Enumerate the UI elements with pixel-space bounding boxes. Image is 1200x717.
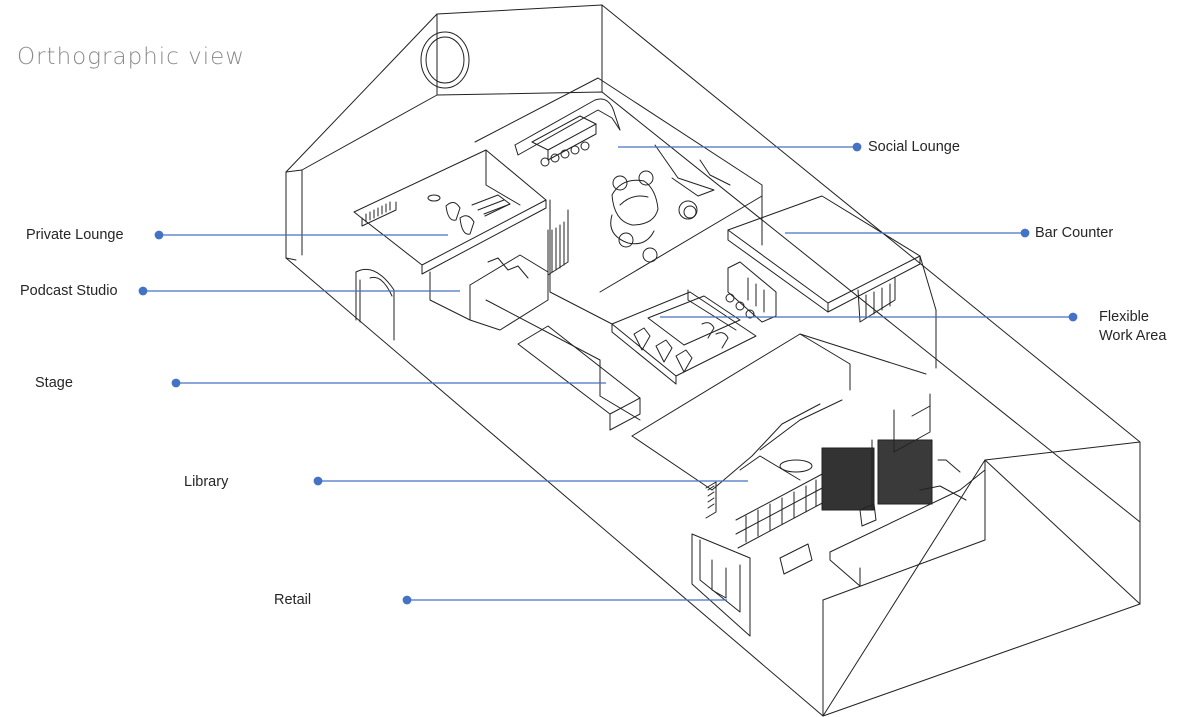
leader-dot-retail	[402, 595, 412, 605]
private-lounge-room	[353, 149, 547, 275]
leader-dot-podcast-studio	[138, 286, 148, 296]
label-library: Library	[184, 474, 229, 490]
interior-walls	[485, 195, 763, 431]
flexible-work-area-zone	[611, 289, 757, 385]
leader-dot-bar-counter	[1020, 228, 1030, 238]
library-room	[705, 393, 933, 575]
label-stage: Stage	[35, 375, 73, 391]
label-bar-counter: Bar Counter	[1035, 225, 1114, 241]
entrance-arch	[355, 268, 395, 341]
bar-counter-canopy	[725, 195, 937, 369]
retail-and-gable	[691, 459, 986, 637]
outer-shell	[285, 4, 1141, 717]
page-title: Orthographic view	[17, 44, 246, 70]
label-flexible-work-area: Flexible Work Area	[1099, 309, 1167, 344]
leader-dot-private-lounge	[154, 230, 164, 240]
leader-dot-flexible-work-area	[1068, 312, 1078, 322]
leader-dot-library	[313, 476, 323, 486]
label-retail: Retail	[274, 592, 312, 608]
label-private-lounge: Private Lounge	[26, 227, 124, 243]
label-podcast-studio: Podcast Studio	[20, 283, 118, 299]
podcast-studio-room	[429, 209, 569, 331]
label-social-lounge: Social Lounge	[868, 139, 960, 155]
social-lounge-area	[474, 77, 763, 263]
leader-dot-social-lounge	[852, 142, 862, 152]
leader-dot-stage	[171, 378, 181, 388]
library-roof	[631, 333, 927, 491]
